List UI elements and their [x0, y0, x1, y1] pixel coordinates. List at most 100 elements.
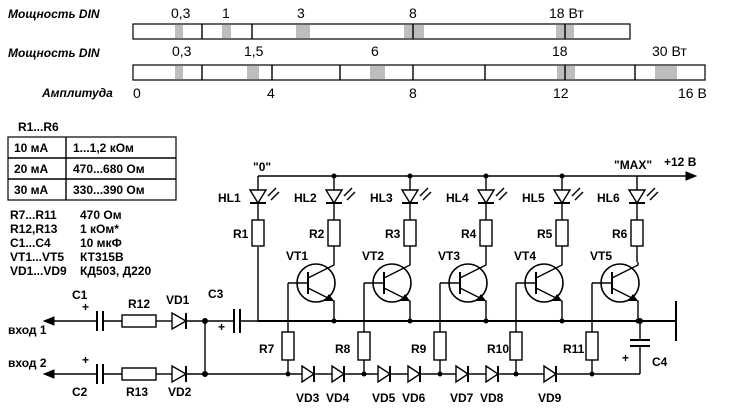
diode: VD6 — [402, 364, 426, 405]
led-icon — [248, 189, 268, 205]
resistor-icon — [327, 219, 341, 247]
part-ref: VT1...VT5 — [10, 250, 64, 264]
scale-amplitude: Амплитуда 0 4 8 12 16 В — [41, 85, 707, 101]
led-label: HL6 — [597, 191, 620, 205]
resistor-icon — [433, 331, 447, 361]
table-value: 1...1,2 кОм — [73, 141, 134, 155]
scale-din-1-tick-0: 0,3 — [171, 5, 191, 21]
table-current: 20 мА — [14, 162, 49, 176]
diode: VD4 — [326, 364, 350, 405]
diode-label: VD4 — [326, 391, 350, 405]
vd1-label: VD1 — [166, 293, 190, 307]
part-value: 10 мкФ — [80, 236, 122, 250]
led-label: HL2 — [294, 191, 317, 205]
label-zero: "0" — [253, 160, 271, 174]
resistor-table: R1...R6 10 мА 1...1,2 кОм 20 мА 470...68… — [7, 120, 177, 201]
diode-label: VD8 — [480, 391, 504, 405]
led-icon — [476, 189, 496, 205]
c1-plus: + — [82, 300, 89, 314]
c2-label: C2 — [72, 385, 88, 399]
diode-label: VD9 — [538, 391, 562, 405]
resistor-label: R10 — [487, 342, 509, 356]
scale-din-1: Мощность DIN 0,3 1 3 8 18 Вт — [8, 5, 631, 40]
resistor-label: R4 — [461, 227, 477, 241]
led-icon — [400, 189, 420, 205]
diode: VD9 — [538, 364, 562, 405]
part-ref: R12,R13 — [10, 222, 58, 236]
resistor-icon — [509, 331, 523, 361]
table-current: 10 мА — [14, 141, 49, 155]
part-value: КТ315В — [80, 250, 124, 264]
c3-label: C3 — [208, 287, 224, 301]
label-supply: +12 В — [664, 155, 697, 169]
part-ref: C1...C4 — [10, 236, 51, 250]
scale-din-1-tick-4: 18 Вт — [549, 5, 584, 21]
scale-din-2-tick-3: 18 — [552, 43, 568, 59]
transistor-label: VT3 — [438, 249, 460, 263]
diode: VD5 — [372, 364, 396, 405]
scale-amplitude-label: Амплитуда — [41, 86, 113, 100]
resistor-label: R3 — [385, 227, 401, 241]
input-1-arrow-icon — [42, 316, 55, 326]
resistor-label: R1 — [233, 227, 249, 241]
resistor-label: R11 — [563, 342, 585, 356]
input-2-label: вход 2 — [8, 356, 47, 370]
transistor-label: VT4 — [514, 249, 536, 263]
part-value: КД503, Д220 — [80, 264, 151, 278]
supply-arrow-icon — [685, 171, 698, 181]
resistor-label: R7 — [259, 342, 275, 356]
resistor-icon — [357, 331, 371, 361]
c3-plus: + — [218, 320, 225, 334]
table-value: 330...390 Ом — [73, 183, 145, 197]
resistor-icon — [479, 219, 493, 247]
scale-din-2: Мощность DIN 0,3 1,5 6 18 30 Вт — [8, 43, 706, 81]
scale-din-1-tick-2: 3 — [297, 5, 305, 21]
resistor-label: R9 — [411, 342, 427, 356]
scale-din-1-tick-1: 1 — [222, 5, 230, 21]
led-label: HL1 — [218, 191, 241, 205]
led-label: HL4 — [446, 191, 469, 205]
resistor-icon — [403, 219, 417, 247]
scale-din-2-tick-0: 0,3 — [172, 43, 192, 59]
scale-amplitude-tick-4: 16 В — [678, 85, 707, 101]
scale-amplitude-tick-1: 4 — [267, 85, 275, 101]
transistor-label: VT1 — [286, 249, 308, 263]
c2-plus: + — [82, 353, 89, 367]
table-value: 470...680 Ом — [73, 162, 145, 176]
scale-din-1-label: Мощность DIN — [8, 7, 100, 21]
resistor-table-title: R1...R6 — [18, 120, 59, 134]
table-current: 30 мА — [14, 183, 49, 197]
resistor-label: R8 — [335, 342, 351, 356]
part-ref: R7...R11 — [10, 208, 57, 222]
scale-din-1-tick-3: 8 — [409, 5, 417, 21]
c1-label: C1 — [72, 288, 88, 302]
resistor-icon — [251, 219, 265, 247]
scale-din-2-label: Мощность DIN — [8, 46, 100, 60]
resistor-icon — [630, 219, 644, 247]
resistor-icon — [281, 331, 295, 361]
scale-amplitude-tick-2: 8 — [409, 85, 417, 101]
diode-label: VD7 — [450, 391, 474, 405]
led-icon — [552, 189, 572, 205]
part-value: 1 кОм* — [80, 222, 119, 236]
r13-label: R13 — [126, 385, 148, 399]
transistor-label: VT2 — [362, 249, 384, 263]
circuit: "0" "MAX" +12 В HL1R1HL2R2HL3R3HL4R4HL5R… — [8, 155, 698, 405]
diode: VD3 — [296, 364, 320, 405]
diode-label: VD5 — [372, 391, 396, 405]
part-ref: VD1...VD9 — [10, 264, 67, 278]
scale-din-2-tick-1: 1,5 — [244, 43, 264, 59]
resistor-icon — [555, 219, 569, 247]
transistor-label: VT5 — [590, 249, 612, 263]
led-label: HL3 — [370, 191, 393, 205]
